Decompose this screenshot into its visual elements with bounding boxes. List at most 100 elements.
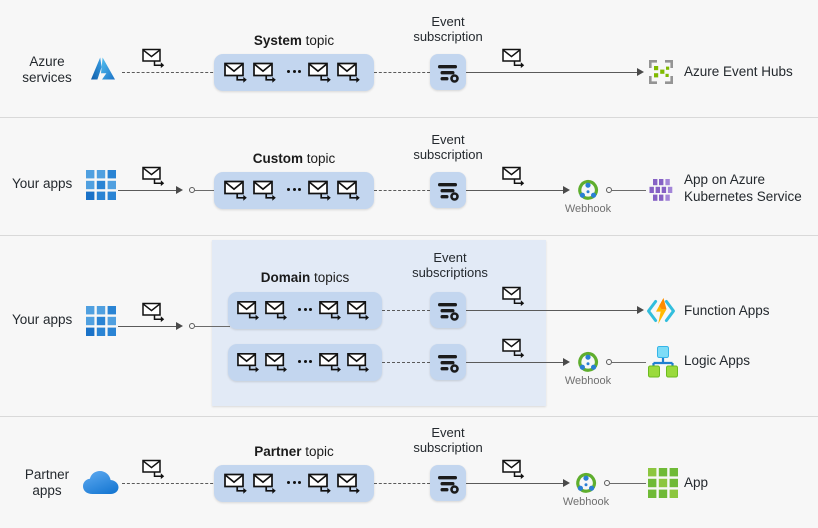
azure-logo-icon <box>88 54 118 84</box>
destination-label-event-hubs: Azure Event Hubs <box>684 64 793 79</box>
arrowhead-icon <box>176 321 183 330</box>
topic-box-domain-1 <box>228 292 382 329</box>
arrowhead-icon <box>563 357 570 366</box>
envelope-arrow-icon <box>502 166 528 187</box>
topic-box-partner <box>214 465 374 502</box>
envelope-arrow-icon <box>142 302 168 323</box>
connector-subscription-to-webhook <box>466 362 564 363</box>
filter-gear-icon <box>438 476 459 494</box>
connector-dot-to-topic <box>195 190 215 191</box>
connector-source-to-node <box>118 190 178 191</box>
envelope-arrow-icon <box>502 338 528 359</box>
webhook-icon <box>574 176 602 204</box>
destination-label-aks: App on Azure Kubernetes Service <box>684 172 802 204</box>
webhook-icon <box>574 348 602 376</box>
connector-dot <box>604 480 610 486</box>
source-label-partner-apps: Partner apps <box>24 467 70 498</box>
topic-box-domain-2 <box>228 344 382 381</box>
envelope-arrow-icon <box>502 286 528 307</box>
row-divider <box>0 416 818 417</box>
connector-subscription-to-function-apps <box>466 310 638 311</box>
envelope-arrow-icon <box>142 459 168 480</box>
connector-subscription-to-webhook <box>466 190 564 191</box>
connector-dot <box>189 323 195 329</box>
ellipsis-dots <box>282 69 306 76</box>
connector-webhook-to-handler <box>610 483 646 484</box>
connector-source-to-topic <box>122 483 218 484</box>
azure-kubernetes-service-icon <box>648 175 678 205</box>
filter-gear-icon <box>438 183 459 201</box>
envelope-arrow-icon <box>308 473 335 494</box>
row-divider <box>0 117 818 118</box>
arrowhead-icon <box>637 67 644 76</box>
connector-source-to-topic <box>122 72 218 73</box>
row-partner-topic: Partner apps Partner topic <box>0 417 818 528</box>
event-subscription-tile[interactable] <box>430 465 466 501</box>
connector-topic-to-subscription <box>374 483 430 484</box>
connector-subscription-to-webhook <box>466 483 564 484</box>
topic-title-partner: Partner topic <box>254 444 334 459</box>
filter-gear-icon <box>438 65 459 83</box>
source-label-your-apps: Your apps <box>12 312 73 327</box>
filter-gear-icon <box>438 303 459 321</box>
azure-logic-apps-icon <box>648 346 678 378</box>
event-subscription-tile[interactable] <box>430 54 466 90</box>
connector-subscription-to-handler <box>466 72 638 73</box>
source-label-azure-services: Azure services <box>22 54 72 85</box>
topic-title-system: System topic <box>253 33 335 48</box>
envelope-arrow-icon <box>337 62 364 83</box>
connector-topic2-to-subscription2 <box>382 362 430 363</box>
envelope-arrow-icon <box>237 352 263 373</box>
envelope-arrow-icon <box>502 48 528 69</box>
subscription-title: Event subscription <box>413 14 483 44</box>
arrowhead-icon <box>637 305 644 314</box>
azure-event-hubs-icon <box>646 57 676 87</box>
envelope-arrow-icon <box>502 459 528 480</box>
event-subscription-tile[interactable] <box>430 292 466 328</box>
row-custom-topic: Your apps <box>0 118 818 235</box>
topic-box-custom <box>214 172 374 209</box>
envelope-arrow-icon <box>265 300 291 321</box>
ellipsis-dots <box>282 187 306 194</box>
envelope-arrow-icon <box>142 48 168 69</box>
cloud-blue-icon <box>82 469 124 499</box>
destination-label-function-apps: Function Apps <box>684 303 770 318</box>
connector-topic-to-subscription <box>374 72 430 73</box>
topic-title-domain: Domain topics <box>260 270 350 285</box>
webhook-label: Webhook <box>564 375 612 387</box>
apps-grid-green-icon <box>648 468 678 498</box>
envelope-arrow-icon <box>224 180 251 201</box>
envelope-arrow-icon <box>337 473 364 494</box>
envelope-arrow-icon <box>319 300 345 321</box>
destination-label-logic-apps: Logic Apps <box>684 353 751 368</box>
envelope-arrow-icon <box>308 180 335 201</box>
topic-title-custom: Custom topic <box>252 151 336 166</box>
envelope-arrow-icon <box>347 300 373 321</box>
connector-topic-to-subscription <box>374 190 430 191</box>
event-subscription-tile[interactable] <box>430 344 466 380</box>
subscription-title: Event subscription <box>413 132 483 162</box>
envelope-arrow-icon <box>142 166 168 187</box>
envelope-arrow-icon <box>308 62 335 83</box>
connector-dot <box>606 359 612 365</box>
apps-grid-blue-icon <box>86 170 116 200</box>
envelope-arrow-icon <box>237 300 263 321</box>
topic-box-system <box>214 54 374 91</box>
envelope-arrow-icon <box>253 180 280 201</box>
arrowhead-icon <box>176 185 183 194</box>
connector-webhook-to-handler <box>612 190 646 191</box>
azure-function-apps-icon <box>646 296 676 326</box>
envelope-arrow-icon <box>253 473 280 494</box>
envelope-arrow-icon <box>253 62 280 83</box>
envelope-arrow-icon <box>347 352 373 373</box>
row-divider <box>0 235 818 236</box>
row-system-topic: Azure services <box>0 0 818 117</box>
filter-gear-icon <box>438 355 459 373</box>
connector-webhook-to-handler <box>612 362 646 363</box>
connector-dot <box>189 187 195 193</box>
webhook-icon <box>572 469 600 497</box>
envelope-arrow-icon <box>319 352 345 373</box>
event-subscription-tile[interactable] <box>430 172 466 208</box>
connector-source-to-node <box>118 326 178 327</box>
